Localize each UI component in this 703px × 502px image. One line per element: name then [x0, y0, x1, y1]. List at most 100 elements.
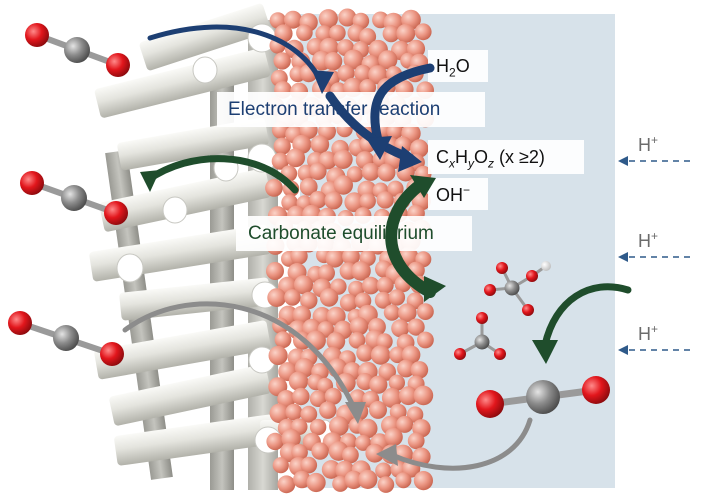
catalyst-particle [377, 163, 396, 182]
catalyst-particle [414, 23, 432, 41]
catalyst-particle [324, 387, 342, 405]
catalyst-particle [329, 416, 349, 436]
catalyst-particle [292, 305, 311, 325]
catalyst-particle [356, 344, 374, 362]
catalyst-particle [284, 289, 301, 306]
catalyst-particle [343, 49, 364, 70]
catalyst-particle [300, 291, 318, 310]
catalyst-particle [271, 152, 289, 170]
catalyst-particle [387, 180, 404, 197]
catalyst-particle [266, 432, 284, 451]
catalyst-particle [319, 401, 337, 419]
catalyst-particle [388, 374, 405, 391]
catalyst-particle [309, 162, 327, 180]
catalyst-particle [413, 471, 433, 491]
catalyst-particle [338, 8, 357, 27]
catalyst-particle [296, 24, 313, 41]
catalyst-particle [277, 390, 296, 409]
catalyst-particle [351, 261, 371, 281]
catalyst-particle [349, 317, 369, 336]
multicarbon-product-label: CxHyOz (x ≥2) [436, 147, 545, 171]
water-label: H2O [436, 56, 470, 80]
catalyst-particle [396, 23, 416, 43]
catalyst-particle [339, 293, 358, 312]
catalyst-particle [369, 375, 388, 394]
catalyst-particle [269, 12, 287, 29]
catalyst-particle [377, 476, 395, 493]
catalyst-particle [344, 470, 363, 490]
catalyst-particle [306, 472, 326, 493]
catalyst-particle [396, 415, 414, 433]
catalyst-particle [346, 166, 363, 183]
catalyst-particle [284, 10, 302, 29]
catalyst-particle [318, 9, 338, 29]
catalyst-particle [378, 363, 397, 381]
catalyst-particle [342, 446, 359, 464]
catalyst-particle [401, 345, 421, 365]
catalyst-particle [332, 475, 349, 492]
catalyst-particle [268, 345, 288, 366]
catalyst-particle [386, 123, 403, 140]
catalyst-particle [397, 359, 415, 378]
catalyst-particle [337, 64, 355, 82]
catalyst-particle [359, 79, 377, 96]
co2-molecule-icon [8, 311, 124, 366]
proton-label: H+ [638, 133, 659, 155]
catalyst-particle [391, 319, 410, 338]
catalyst-particle [292, 387, 310, 406]
catalyst-particle [317, 264, 335, 282]
catalyst-particle [266, 262, 284, 280]
catalyst-particle [273, 137, 291, 155]
catalyst-particle [293, 470, 311, 489]
catalyst-particle [362, 276, 380, 295]
catalyst-particle [359, 192, 376, 210]
catalyst-particle [265, 179, 283, 197]
catalyst-particle [326, 332, 346, 351]
catalyst-particle [299, 177, 318, 196]
catalyst-particle [272, 457, 289, 474]
catalyst-particle [358, 418, 378, 439]
catalyst-particle [323, 52, 343, 71]
catalyst-particle [395, 472, 412, 489]
catalyst-particle [407, 318, 425, 336]
catalyst-particle [333, 175, 353, 195]
catalyst-particle [300, 456, 318, 474]
catalyst-particle [359, 28, 377, 46]
catalyst-particle [288, 371, 309, 391]
co2-molecule-icon [25, 23, 130, 77]
catalyst-particle [410, 361, 429, 379]
catalyst-particle [383, 304, 400, 321]
catalyst-particle [277, 475, 296, 494]
electron-transfer-arrows [147, 24, 435, 163]
catalyst-particle [382, 25, 400, 43]
carbonate-equilibrium-label: Carbonate equilibrium [248, 223, 434, 244]
co2-diffusion-arrows [122, 301, 533, 471]
catalyst-particle [369, 400, 387, 419]
catalyst-particle [329, 24, 346, 42]
bicarbonate-molecule-icon [484, 261, 551, 316]
catalyst-particle [290, 247, 308, 265]
catalyst-particle [273, 52, 291, 70]
catalyst-particle [309, 191, 327, 209]
proton-label: H+ [638, 322, 659, 344]
catalyst-particle [410, 139, 429, 158]
catalyst-particle [388, 289, 406, 306]
carbonate-equilibrium-arrows [144, 155, 632, 349]
catalyst-particle [378, 50, 398, 70]
catalyst-particle [407, 432, 425, 450]
catalyst-particle [358, 469, 378, 489]
catalyst-particle [269, 403, 290, 424]
catalyst-particle [374, 291, 392, 309]
co2-molecule-icon [20, 171, 128, 225]
catalyst-particle [375, 462, 392, 479]
catalyst-particle [342, 247, 360, 266]
catalyst-particle [389, 346, 406, 364]
catalyst-particle [333, 149, 353, 169]
catalyst-particle [309, 418, 327, 436]
catalyst-particle [348, 332, 366, 349]
electron-transfer-label: Electron transfer reaction [228, 99, 441, 120]
catalyst-particle [319, 288, 339, 307]
catalyst-particle [354, 64, 372, 83]
catalyst-particle [370, 345, 391, 365]
